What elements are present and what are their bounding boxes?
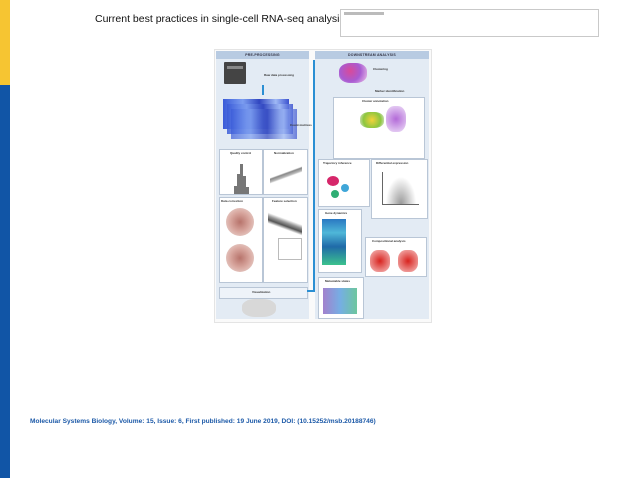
preprocessing-panel: PRE-PROCESSING Raw data processing Count… [216, 51, 312, 319]
data-correction-box: Data correction [219, 197, 263, 283]
clustering-umap [339, 63, 367, 83]
visualization-label: Visualization [252, 290, 271, 294]
gene-dynamics-label: Gene dynamics [325, 211, 348, 215]
slide-title: Current best practices in single-cell RN… [95, 13, 391, 25]
count-matrices-label: Count matrices [290, 123, 312, 127]
left-accent-yellow [0, 0, 10, 85]
histogram-bar [240, 164, 243, 194]
downstream-header: DOWNSTREAM ANALYSIS [315, 51, 429, 59]
title-box-mark [344, 12, 384, 15]
differential-expression-label: Differential expression [376, 161, 409, 165]
annotation-umap [386, 106, 406, 132]
histogram-bar [243, 176, 246, 194]
panel-connector [307, 290, 315, 292]
visualization-box: Visualization [219, 287, 308, 299]
metastable-states-label: Metastable states [325, 279, 351, 283]
feature-scatter [268, 212, 302, 236]
trajectory-label: Trajectory inference [323, 161, 352, 165]
trajectory-cluster [341, 184, 349, 192]
trajectory-cluster [327, 176, 339, 186]
panel-connector [313, 60, 315, 292]
qc-label: Quality control [230, 151, 252, 155]
trajectory-cluster [331, 190, 339, 198]
histogram-bar [234, 186, 237, 194]
histogram-bar [237, 174, 240, 194]
normalization-scatter [270, 166, 302, 184]
gene-dynamics-box: Gene dynamics [318, 209, 362, 273]
qc-box: Quality control [219, 149, 263, 195]
annotation-umap [360, 112, 384, 128]
histogram-bar [246, 187, 249, 194]
cluster-annotation-label: Cluster annotation [362, 99, 389, 103]
title-placeholder-box [340, 9, 599, 37]
downstream-panel: DOWNSTREAM ANALYSIS Clustering Marker id… [315, 51, 429, 319]
raw-data-label: Raw data processing [264, 73, 295, 77]
data-correction-label: Data correction [221, 199, 244, 203]
compositional-analysis-box: Compositional analysis [365, 237, 427, 277]
count-heatmap [231, 109, 297, 139]
compositional-analysis-label: Compositional analysis [372, 239, 406, 243]
flow-arrow [262, 85, 264, 95]
trajectory-box: Trajectory inference [318, 159, 370, 207]
marker-identification-label: Marker identification [375, 89, 405, 93]
cluster-annotation-box: Cluster annotation [333, 97, 425, 159]
differential-expression-box: Differential expression [371, 159, 428, 219]
clustering-label: Clustering [373, 67, 388, 71]
feature-selection-label: Feature selection [272, 199, 297, 203]
metastable-plot [323, 288, 357, 314]
sequencer-icon [224, 62, 246, 84]
condition-umap [398, 250, 418, 272]
tsne-plot [226, 208, 254, 236]
figure-caption: Molecular Systems Biology, Volume: 15, I… [30, 418, 376, 425]
normalization-box: Normalization [263, 149, 308, 195]
preprocessing-header: PRE-PROCESSING [216, 51, 309, 59]
normalization-label: Normalization [274, 151, 294, 155]
feature-selection-box: Feature selection [263, 197, 308, 283]
tsne-plot [226, 244, 254, 272]
visualization-umap [242, 299, 276, 317]
feature-legend [278, 238, 302, 260]
condition-umap [370, 250, 390, 272]
metastable-states-box: Metastable states [318, 277, 364, 319]
volcano-plot [382, 172, 419, 205]
left-accent-bar [0, 0, 10, 478]
gene-heatmap [322, 219, 346, 265]
workflow-figure: PRE-PROCESSING Raw data processing Count… [214, 49, 432, 323]
